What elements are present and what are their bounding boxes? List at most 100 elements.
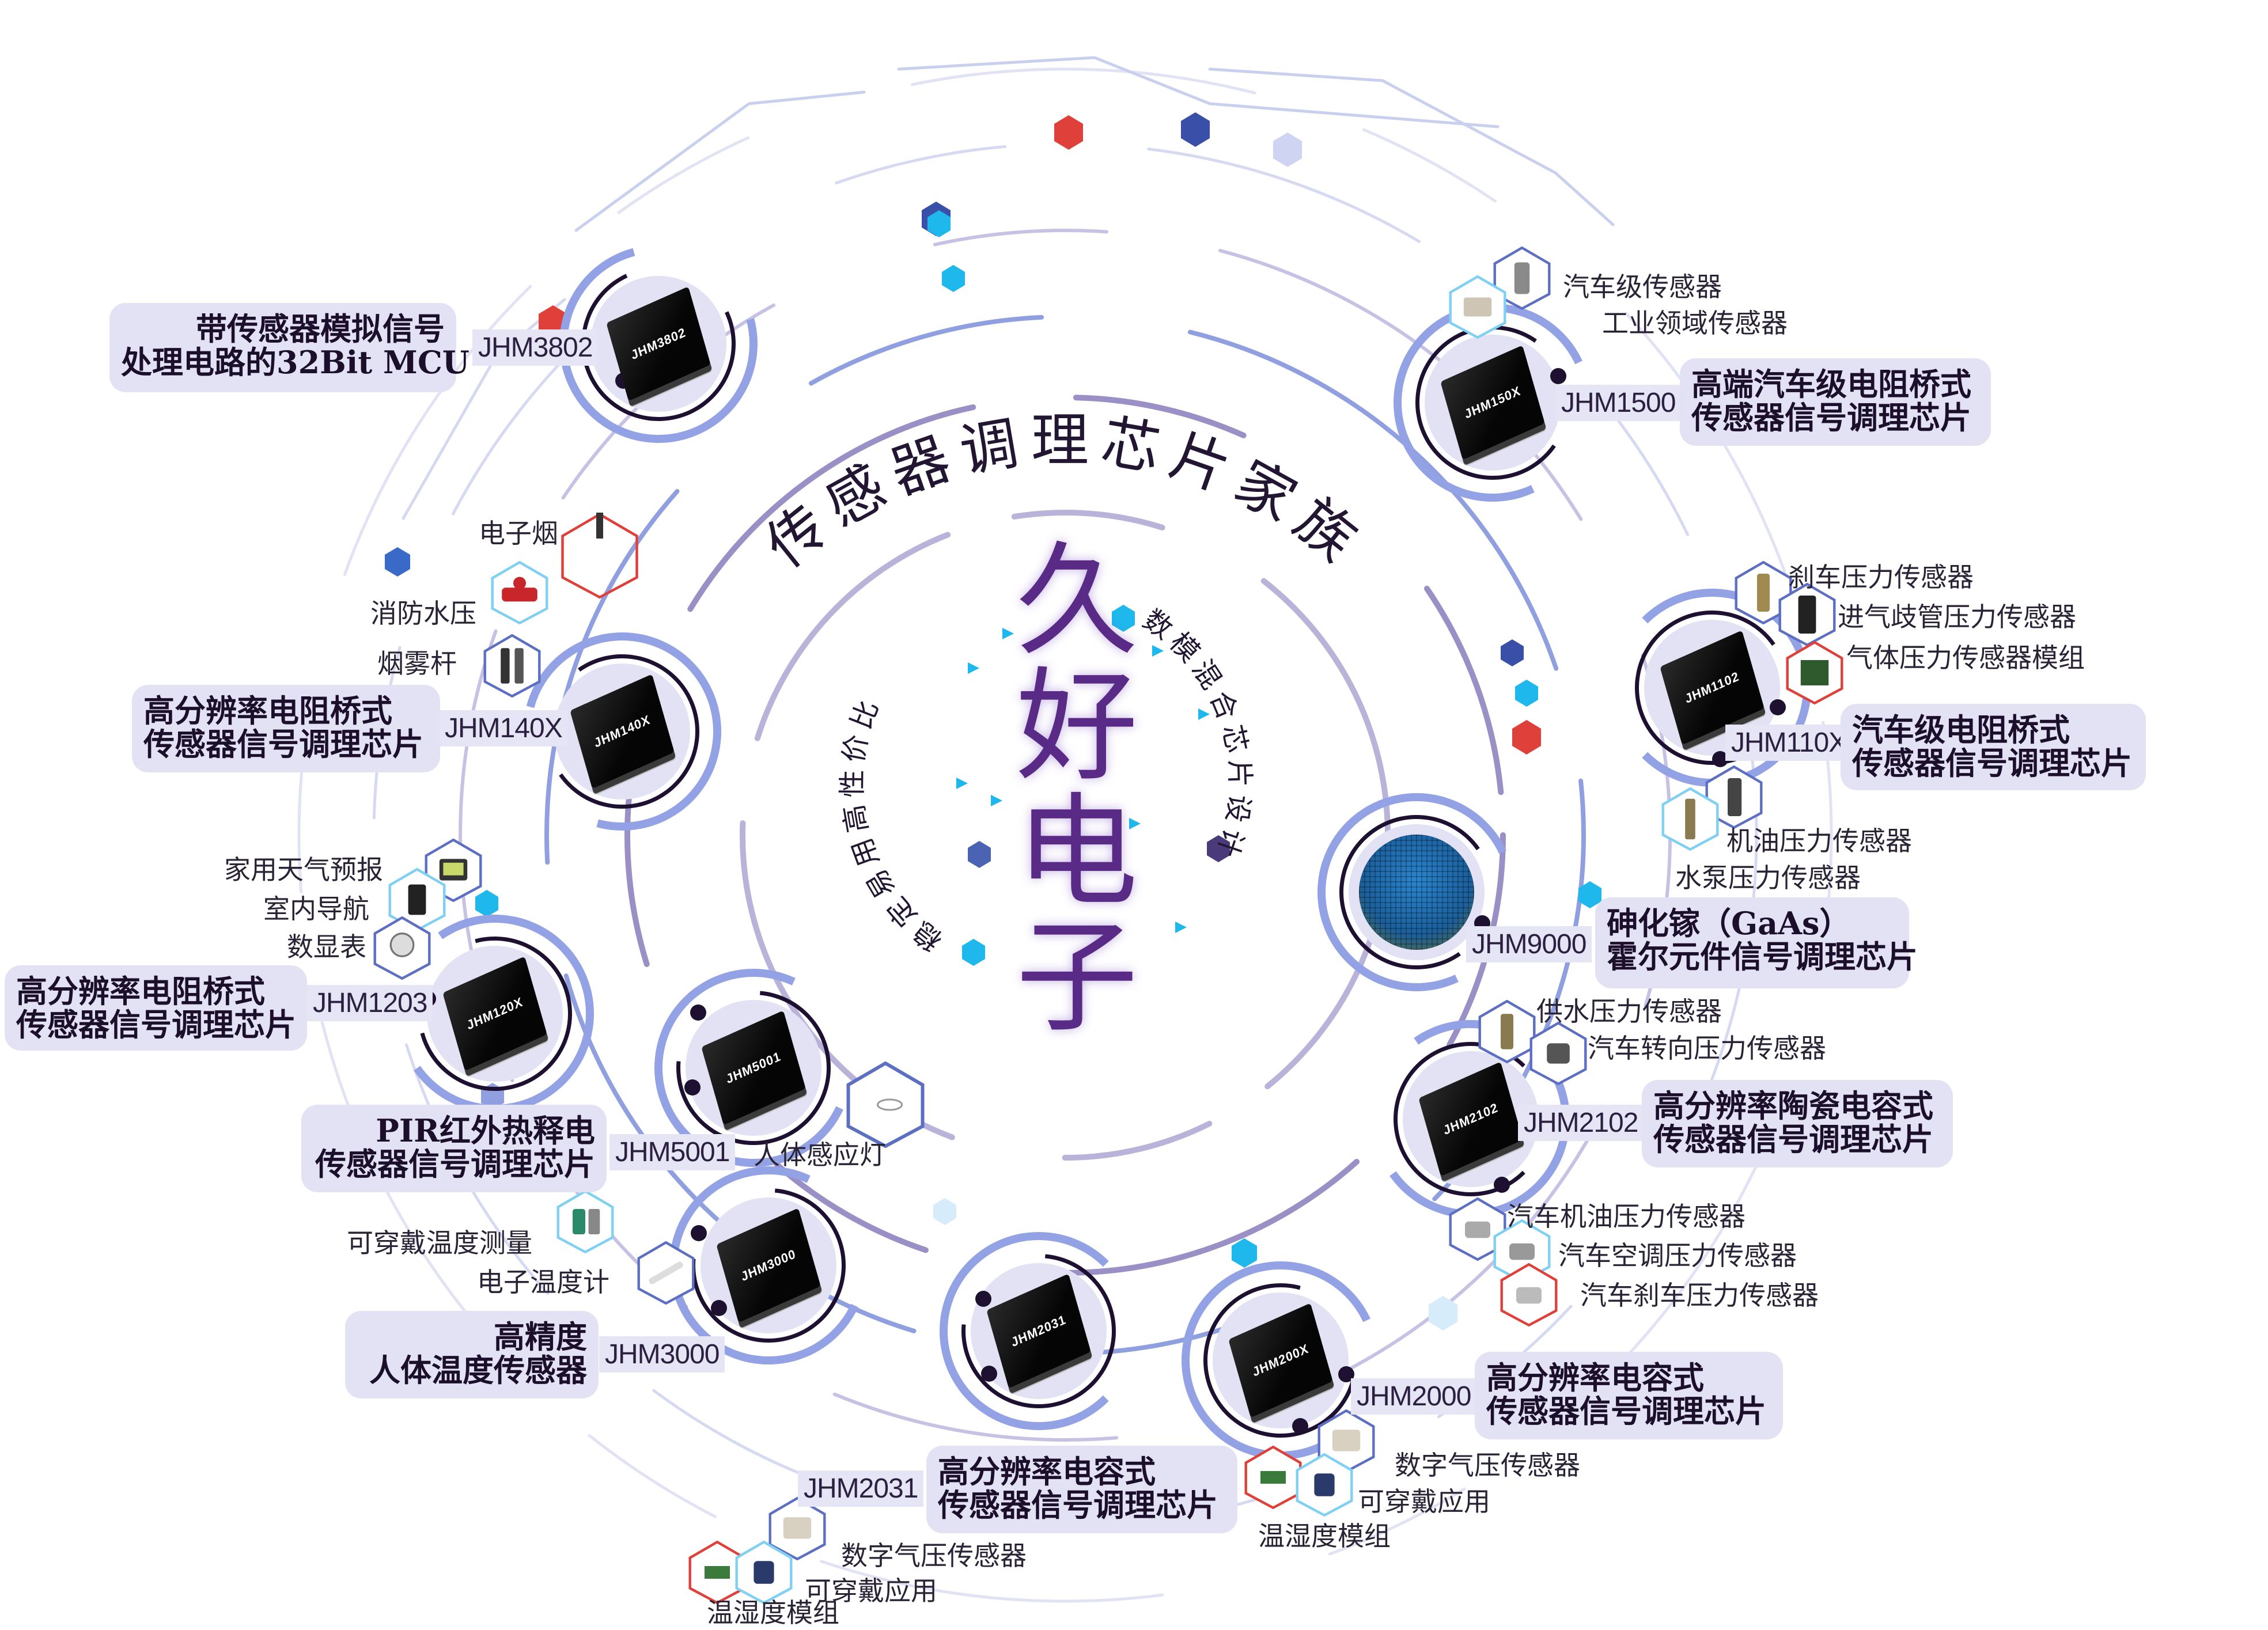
hexagon-decoration [962, 939, 985, 966]
hexagon-decoration [1112, 605, 1135, 632]
steering-sensor-thumbnail-icon [1529, 1022, 1587, 1085]
hexagon-decoration [385, 547, 410, 577]
triangle-decoration [1175, 922, 1187, 933]
triangle-decoration [1002, 628, 1014, 639]
hexagon-decoration [942, 265, 965, 292]
hexagon-decoration [968, 841, 991, 868]
digital-gauge-thumbnail-icon [373, 916, 431, 980]
wearable-thumbnail-icon [735, 1541, 793, 1604]
humidity-module-thumbnail-icon [1244, 1446, 1302, 1509]
water-supply-sensor-thumbnail-icon [1478, 1000, 1536, 1063]
product-model-jhm5001: JHM5001 [609, 1134, 736, 1170]
water-pump-sensor-thumbnail-icon [1661, 787, 1719, 851]
product-description-jhm5001: PIR红外热释电传感器信号调理芯片 [301, 1105, 607, 1192]
product-model-jhm2031: JHM2031 [798, 1470, 924, 1507]
hexagon-decoration [1429, 1296, 1457, 1330]
application-label: 刹车压力传感器 [1788, 562, 1974, 592]
application-label: 温湿度模组 [707, 1598, 839, 1628]
node-dot [691, 1225, 707, 1241]
product-description-jhm1500: 高端汽车级电阻桥式传感器信号调理芯片 [1680, 358, 1991, 446]
application-label: 水泵压力传感器 [1675, 863, 1861, 893]
hexagon-decoration [1232, 1238, 1257, 1268]
circuit-trace [897, 56, 1500, 128]
application-label: 数字气压传感器 [1395, 1450, 1580, 1480]
application-label: 进气歧管压力传感器 [1838, 602, 2076, 632]
application-label: 温湿度模组 [1258, 1521, 1391, 1551]
hexagon-decoration [933, 1198, 956, 1225]
manifold-sensor-thumbnail-icon [1778, 583, 1836, 646]
product-description-jhm3000: 高精度人体温度传感器 [345, 1311, 599, 1398]
product-model-jhm2000: JHM2000 [1351, 1378, 1477, 1415]
application-label: 可穿戴应用 [1358, 1487, 1490, 1517]
product-description-jhm110x: 汽车级电阻桥式传感器信号调理芯片 [1841, 704, 2146, 790]
hexagon-decoration [927, 210, 951, 237]
application-label: 烟雾杆 [377, 649, 457, 678]
sensor-lamp-thumbnail-icon [846, 1062, 925, 1148]
product-model-jhm140x: JHM140X [439, 710, 568, 746]
orbit-arc [297, 67, 1833, 1603]
circuit-trace [1208, 67, 1615, 226]
product-description-jhm1203: 高分辨率电阻桥式传感器信号调理芯片 [5, 965, 307, 1051]
application-label: 工业领域传感器 [1602, 308, 1788, 338]
hexagon-decoration [1207, 835, 1230, 862]
application-label: 电子温度计 [477, 1267, 609, 1297]
product-description-jhm3802: 带传感器模拟信号处理电路的32Bit MCU [109, 303, 469, 392]
auto-sensor-thumbnail-icon [1493, 247, 1551, 310]
wearable-thumbnail-icon [1296, 1453, 1353, 1517]
car-brake-sensor-thumbnail-icon [1500, 1263, 1558, 1326]
application-label: 汽车刹车压力传感器 [1580, 1280, 1819, 1310]
triangle-decoration [956, 778, 968, 789]
smoke-rod-thumbnail-icon [483, 634, 541, 698]
product-description-jhm2031: 高分辨率电容式传感器信号调理芯片 [926, 1446, 1237, 1533]
wafer-image [1359, 835, 1474, 950]
node-dot [1550, 368, 1566, 384]
product-description-jhm9000: 砷化镓（GaAs）霍尔元件信号调理芯片 [1595, 897, 1918, 988]
product-model-jhm3000: JHM3000 [599, 1336, 725, 1373]
triangle-decoration [991, 795, 1002, 806]
e-cigarette-thumbnail-icon [561, 513, 638, 599]
product-description-jhm2102: 高分辨率陶瓷电容式传感器信号调理芯片 [1642, 1080, 1953, 1167]
product-model-jhm1203: JHM1203 [307, 985, 433, 1021]
hexagon-decoration [1578, 881, 1601, 908]
application-label: 汽车机油压力传感器 [1507, 1201, 1746, 1231]
application-label: 汽车转向压力传感器 [1588, 1033, 1826, 1063]
car-oil-sensor-thumbnail-icon [1449, 1197, 1506, 1261]
product-model-jhm2102: JHM2102 [1518, 1105, 1644, 1141]
product-description-jhm2000: 高分辨率电容式传感器信号调理芯片 [1475, 1352, 1783, 1439]
application-label: 气体压力传感器模组 [1846, 643, 2085, 673]
product-model-jhm1500: JHM1500 [1555, 385, 1682, 421]
application-label: 家用天气预报 [224, 855, 383, 885]
hexagon-decoration [1515, 680, 1538, 707]
thermometer-thumbnail-icon [637, 1241, 695, 1305]
brand-name: 久好电子 [995, 536, 1138, 1038]
circuit-trace [574, 90, 866, 232]
triangle-decoration [1129, 818, 1141, 829]
triangle-decoration [1152, 645, 1164, 657]
hexagon-decoration [481, 1083, 504, 1110]
product-model-jhm9000: JHM9000 [1466, 926, 1592, 962]
hexagon-decoration [1512, 720, 1541, 755]
barometer-thumbnail-icon [768, 1497, 826, 1560]
application-label: 数字气压传感器 [841, 1541, 1027, 1571]
application-label: 室内导航 [263, 894, 369, 924]
application-label: 人体感应灯 [754, 1140, 886, 1170]
application-label: 可穿戴温度测量 [347, 1228, 532, 1258]
application-label: 供水压力传感器 [1536, 996, 1722, 1026]
application-label: 可穿戴应用 [805, 1576, 937, 1606]
application-label: 消防水压 [370, 598, 476, 628]
node-dot [1292, 1418, 1308, 1434]
application-label: 电子烟 [479, 518, 558, 548]
hexagon-decoration [1501, 639, 1524, 666]
product-description-jhm140x: 高分辨率电阻桥式传感器信号调理芯片 [132, 685, 440, 772]
node-dot [711, 1300, 727, 1316]
triangle-decoration [1198, 708, 1210, 720]
wearable-thermometer-thumbnail-icon [556, 1190, 614, 1253]
slogan-left: 稳定易用高性价比 [836, 691, 949, 957]
application-label: 汽车空调压力传感器 [1558, 1241, 1797, 1271]
hexagon-decoration [1273, 132, 1302, 167]
humidity-module-thumbnail-icon [688, 1541, 746, 1604]
gas-sensor-module-thumbnail-icon [1786, 641, 1843, 704]
product-model-jhm3802: JHM3802 [472, 329, 599, 366]
node-dot [1494, 1177, 1510, 1193]
product-model-jhm110x: JHM110X [1725, 725, 1853, 761]
